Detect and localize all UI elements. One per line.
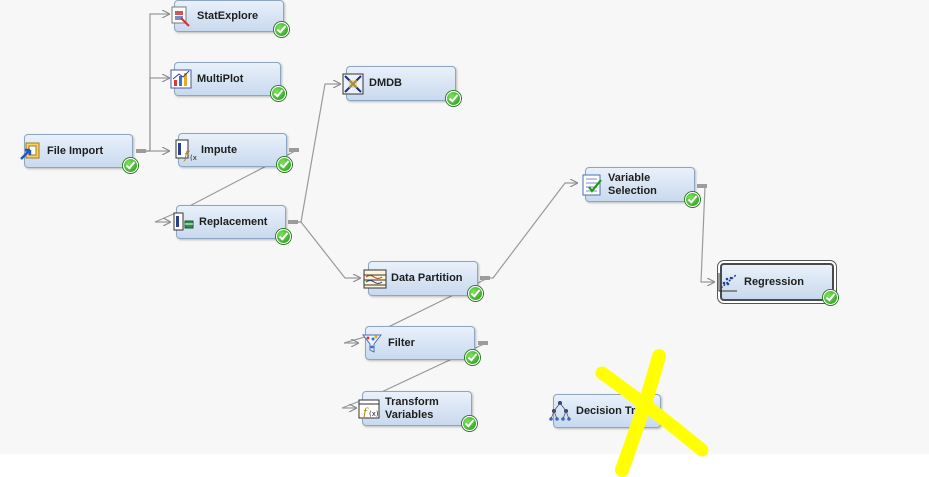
status-complete-icon bbox=[465, 350, 480, 365]
svg-text:(x): (x) bbox=[190, 154, 197, 162]
node-label: Filter bbox=[388, 336, 415, 349]
status-complete-icon bbox=[274, 22, 289, 37]
connector-datapartition-varselection[interactable] bbox=[488, 183, 577, 279]
filter-icon bbox=[361, 334, 383, 353]
node-data-partition[interactable]: Data Partition bbox=[363, 261, 483, 301]
node-label: Impute bbox=[201, 143, 238, 156]
connector-datapartition-filter[interactable] bbox=[343, 277, 489, 343]
file-import-icon bbox=[20, 142, 40, 160]
connector-varselection-regression[interactable] bbox=[700, 185, 714, 282]
node-transform-variables[interactable]: f (x) Transform Variables bbox=[358, 391, 477, 431]
node-label: MultiPlot bbox=[197, 72, 244, 85]
status-complete-icon bbox=[823, 290, 838, 305]
node-regression[interactable]: Regression bbox=[718, 263, 838, 305]
svg-text:f: f bbox=[362, 406, 369, 419]
node-label: StatExplore bbox=[197, 9, 259, 22]
status-complete-icon bbox=[276, 229, 291, 244]
status-complete-icon bbox=[462, 416, 477, 431]
svg-text:f: f bbox=[183, 149, 190, 162]
data-partition-icon bbox=[363, 269, 387, 288]
node-file-import[interactable]: File Import bbox=[20, 134, 138, 173]
node-dmdb[interactable]: DMDB bbox=[342, 66, 461, 106]
connector-filter-transform[interactable] bbox=[341, 342, 487, 408]
decision-tree-icon bbox=[549, 401, 571, 421]
multiplot-icon bbox=[170, 69, 192, 89]
status-complete-icon bbox=[123, 158, 138, 173]
node-label: Variable Selection bbox=[608, 171, 657, 197]
node-label: Replacement bbox=[199, 215, 268, 228]
transform-variables-icon: f (x) bbox=[358, 399, 380, 419]
node-filter[interactable]: Filter bbox=[361, 326, 480, 365]
node-multiplot[interactable]: MultiPlot bbox=[170, 62, 286, 101]
node-label: DMDB bbox=[369, 77, 402, 89]
connector-replacement-dmdb[interactable] bbox=[296, 84, 340, 223]
variable-selection-icon bbox=[582, 174, 602, 195]
connector-fileimport-multiplot[interactable] bbox=[145, 78, 169, 152]
dmdb-icon bbox=[342, 73, 364, 94]
impute-icon: f (x) bbox=[175, 139, 197, 162]
statexplore-icon bbox=[171, 6, 190, 27]
node-label: Regression bbox=[744, 275, 804, 288]
node-replacement[interactable]: Replacement bbox=[173, 205, 291, 244]
connector-replacement-datapartition[interactable] bbox=[296, 221, 360, 278]
node-label: File Import bbox=[47, 144, 104, 157]
node-label: Transform Variables bbox=[385, 395, 439, 421]
status-complete-icon bbox=[271, 86, 286, 101]
svg-text:(x): (x) bbox=[369, 410, 379, 418]
node-variable-selection[interactable]: Variable Selection bbox=[582, 167, 700, 207]
node-impute[interactable]: f (x) Impute bbox=[175, 133, 292, 172]
node-statexplore[interactable]: StatExplore bbox=[171, 0, 289, 37]
process-flow-canvas[interactable] bbox=[0, 0, 929, 454]
status-complete-icon bbox=[277, 157, 292, 172]
node-label: Data Partition bbox=[391, 272, 463, 284]
node-label: Decision Tree bbox=[576, 404, 648, 417]
status-complete-icon bbox=[446, 91, 461, 106]
status-complete-icon bbox=[685, 192, 700, 207]
status-complete-icon bbox=[468, 286, 483, 301]
connector-fileimport-statexplore[interactable] bbox=[145, 14, 169, 152]
connector-impute-replacement[interactable] bbox=[154, 149, 298, 222]
replacement-icon bbox=[173, 212, 194, 231]
regression-icon bbox=[718, 273, 737, 292]
node-decision-tree[interactable]: Decision Tree bbox=[549, 394, 661, 428]
